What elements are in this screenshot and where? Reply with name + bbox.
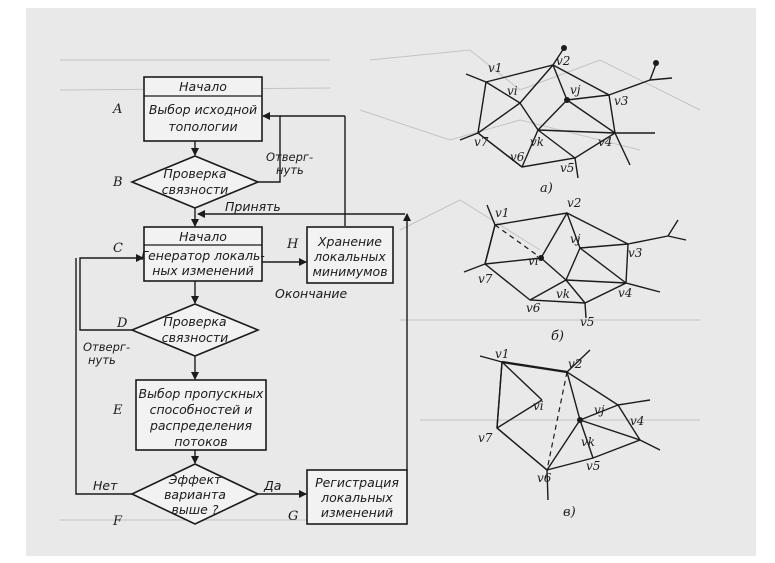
graph-a-v6: v6 bbox=[510, 150, 525, 164]
block-c-line3: ных изменений bbox=[152, 263, 254, 278]
block-e-line1: Выбор пропускных bbox=[139, 386, 264, 401]
diamond-f-line1: Эффект bbox=[168, 472, 222, 487]
diamond-d-line2: связности bbox=[162, 330, 229, 345]
block-h-line1: Хранение bbox=[317, 234, 382, 249]
yes-label: Да bbox=[263, 478, 281, 493]
graph-b-v2: v2 bbox=[567, 196, 581, 210]
bleed-through-background bbox=[59, 49, 701, 521]
block-c-line1: Начало bbox=[179, 229, 227, 244]
diamond-b-line2: связности bbox=[162, 182, 229, 197]
block-g-letter: G bbox=[288, 509, 298, 524]
accept-label: Принять bbox=[225, 199, 281, 214]
block-g-line1: Регистрация bbox=[315, 475, 399, 490]
graph-a-v3: v3 bbox=[614, 94, 629, 108]
graph-a-caption: а) bbox=[540, 181, 553, 196]
diamond-d-letter: D bbox=[116, 316, 128, 331]
diamond-d-line1: Проверка bbox=[163, 314, 226, 329]
graph-b-v7: v7 bbox=[478, 272, 493, 286]
block-g-line2: локальных bbox=[320, 490, 393, 505]
block-c-letter: C bbox=[113, 241, 123, 256]
block-a-line1: Начало bbox=[179, 79, 227, 94]
block-a-start-select-topology bbox=[143, 76, 263, 142]
graph-b-v4: v4 bbox=[618, 286, 632, 300]
graph-a-v4: v4 bbox=[598, 135, 612, 149]
block-a-letter: A bbox=[112, 102, 122, 117]
graph-a-v7: v7 bbox=[474, 135, 489, 149]
graph-b-vi: vi bbox=[528, 254, 539, 268]
graph-a-vi: vi bbox=[507, 84, 518, 98]
graph-a-v1: v1 bbox=[488, 61, 502, 75]
diamond-f-variant-effect-higher bbox=[130, 463, 260, 525]
graph-b-v6: v6 bbox=[526, 301, 541, 315]
block-e-capacities-and-flows bbox=[135, 379, 267, 451]
block-e-line3: распределения bbox=[149, 418, 253, 433]
block-a-line2: Выбор исходной bbox=[149, 102, 257, 117]
graph-c-v7: v7 bbox=[478, 431, 493, 445]
graph-b-v5: v5 bbox=[580, 315, 594, 329]
block-e-line4: потоков bbox=[174, 434, 227, 449]
reject-d-line1: Отверг- bbox=[83, 340, 130, 354]
finish-label: Окончание bbox=[275, 286, 348, 301]
graph-c-v2: v2 bbox=[568, 357, 582, 371]
graph-a-vk: vk bbox=[530, 135, 544, 149]
reject-d-line2: нуть bbox=[88, 353, 116, 367]
block-h-line3: минимумов bbox=[312, 264, 387, 279]
graph-b: v1 v2 v3 v4 v5 v6 v7 vi vj vk б) bbox=[463, 196, 687, 344]
diamond-f-letter: F bbox=[112, 514, 123, 529]
graph-c-vi: vi bbox=[533, 399, 544, 413]
block-c-line2: Генератор локаль- bbox=[141, 248, 265, 263]
graph-a-v5: v5 bbox=[560, 161, 574, 175]
block-h-letter: H bbox=[286, 237, 299, 252]
graph-a: v1 v2 v3 v4 v5 v6 v7 vi vj vk а) bbox=[459, 45, 673, 196]
reject-b-line2: нуть bbox=[276, 163, 304, 177]
graph-b-caption: б) bbox=[551, 329, 564, 344]
graph-b-v3: v3 bbox=[628, 246, 643, 260]
block-e-letter: E bbox=[112, 403, 123, 418]
block-h-line2: локальных bbox=[313, 249, 386, 264]
graph-c-v6: v6 bbox=[537, 471, 552, 485]
reject-b-line1: Отверг- bbox=[266, 150, 313, 164]
graph-b-vk: vk bbox=[556, 287, 570, 301]
graph-a-v2: v2 bbox=[556, 54, 570, 68]
graph-c-vk: vk bbox=[581, 435, 595, 449]
diamond-f-line3: выше ? bbox=[172, 502, 219, 517]
graph-a-vj: vj bbox=[570, 83, 581, 97]
diamond-f-line2: варианта bbox=[164, 487, 226, 502]
graph-c-v5: v5 bbox=[586, 459, 600, 473]
graph-c-v1: v1 bbox=[495, 347, 509, 361]
graph-c: v1 v2 v4 v5 v6 v7 vi vj vk в) bbox=[478, 347, 661, 520]
graph-b-vj: vj bbox=[570, 232, 581, 246]
block-g-line3: изменений bbox=[321, 505, 393, 520]
block-a-line3: топологии bbox=[168, 119, 237, 134]
block-c-local-changes-generator bbox=[143, 226, 263, 282]
diamond-b-letter: B bbox=[112, 175, 123, 190]
flowchart: Начало Выбор исходной топологии A Провер… bbox=[75, 76, 411, 529]
no-label: Нет bbox=[93, 478, 118, 493]
graph-c-caption: в) bbox=[563, 505, 576, 520]
block-h-store-local-minima bbox=[306, 226, 394, 284]
block-e-line2: способностей и bbox=[150, 402, 253, 417]
diamond-b-line1: Проверка bbox=[163, 166, 226, 181]
graph-c-v4: v4 bbox=[630, 414, 644, 428]
graph-b-v1: v1 bbox=[495, 206, 509, 220]
block-g-register-local-changes bbox=[306, 469, 408, 525]
graph-c-vj: vj bbox=[594, 403, 605, 417]
